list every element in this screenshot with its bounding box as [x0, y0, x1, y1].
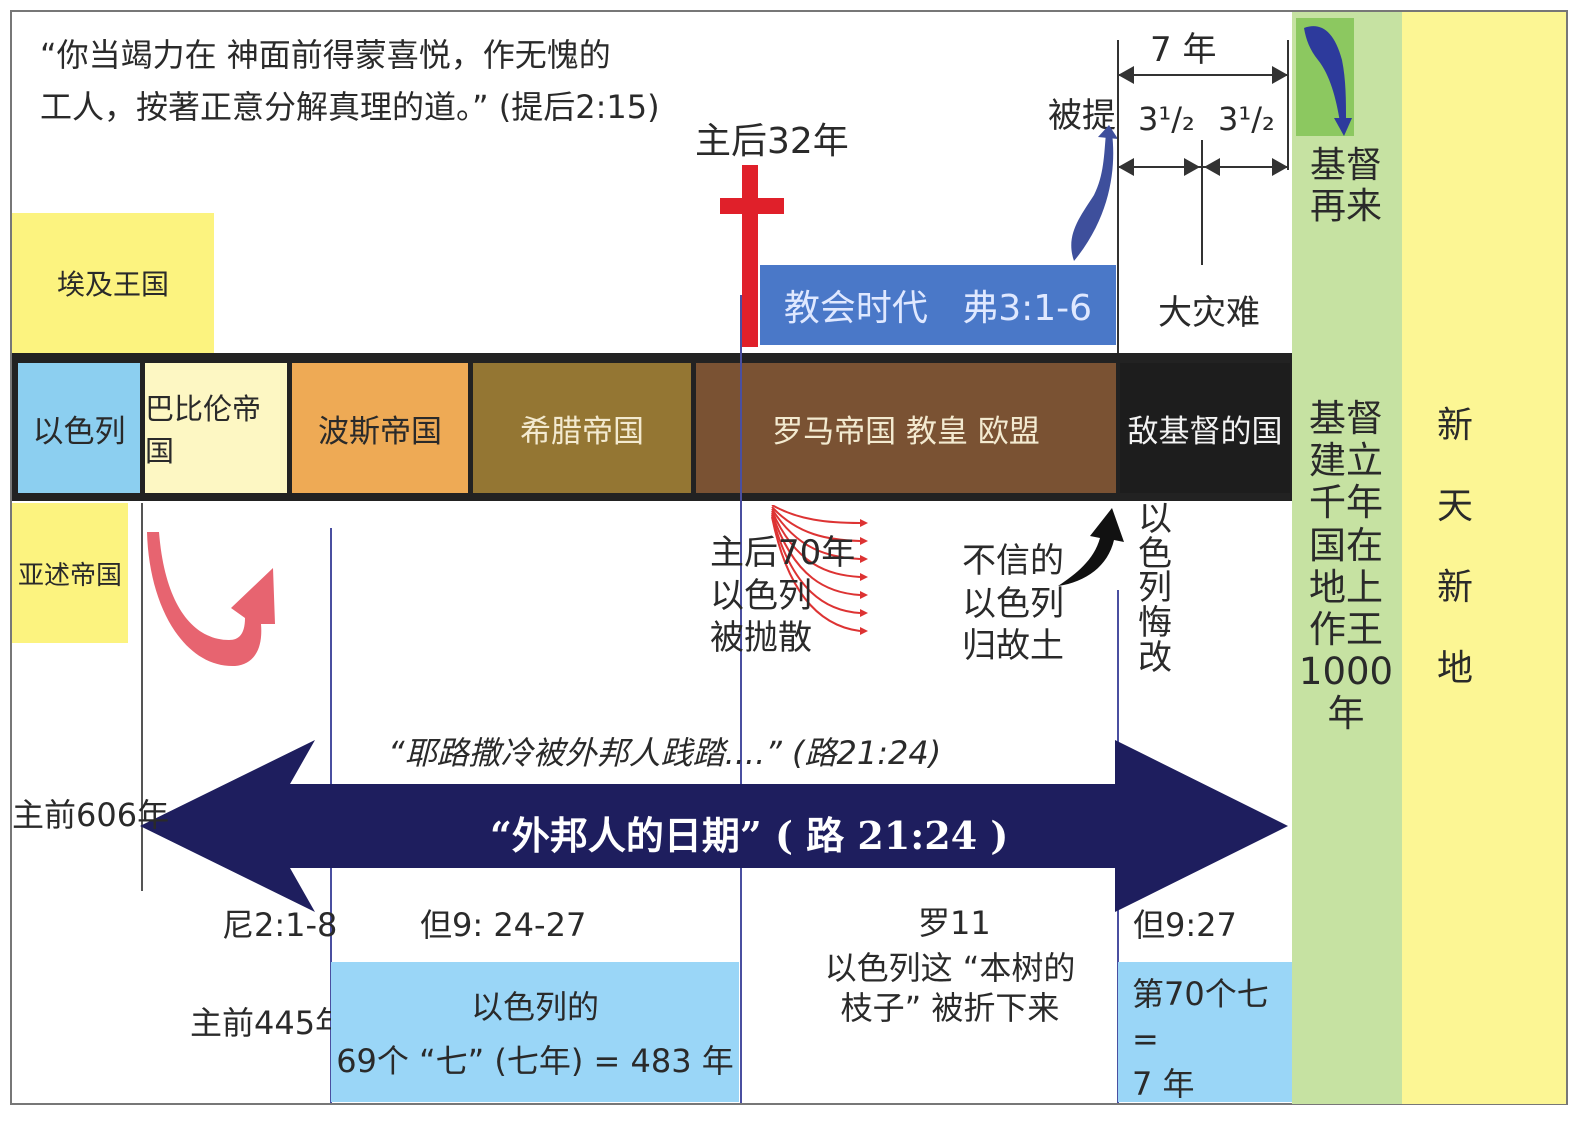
second-half-label: 3¹/₂ — [1218, 100, 1275, 138]
millennium-text-5: 地上 — [1309, 565, 1383, 609]
romans-11-ref: 罗11 — [918, 904, 991, 942]
israel-repents-label: 以 色 列 悔 改 — [1130, 502, 1180, 675]
millennium-text-2: 建立 — [1309, 439, 1383, 483]
gentile-times-arrow — [140, 740, 1288, 912]
kingdom-israel-label: 以色列 — [32, 413, 126, 450]
church-age-label: 教会时代 弗3:1-6 — [783, 288, 1093, 329]
gentile-times-label: “外邦人的日期” ( 路 21:24 ) — [490, 813, 1009, 858]
ad32-label: 主后32年 — [695, 121, 849, 162]
kingdom-babylon-label: 巴比伦帝国 — [145, 392, 262, 468]
repent-text-2: 色 — [1138, 533, 1172, 574]
millennium-text-4: 国在 — [1309, 523, 1383, 567]
assyria-label: 亚述帝国 — [17, 560, 122, 591]
branches-text-1: 以色列这 “本树的 — [824, 949, 1076, 987]
second-coming-label: 基督 再来 — [1296, 145, 1396, 227]
sixty-nine-text-2: 69个 “七” (七年) = 483 年 — [336, 1042, 734, 1080]
second-coming-text-1: 基督 — [1309, 145, 1382, 186]
repent-text-1: 以 — [1138, 499, 1172, 539]
new-heaven-text-4: 地 — [1436, 648, 1473, 690]
diagram-frame — [10, 10, 1568, 1105]
repent-text-5: 改 — [1138, 637, 1172, 678]
ad32-line — [740, 295, 742, 1103]
kingdom-israel: 以色列 — [18, 363, 140, 493]
seventieth-text-1: 第70个七= — [1132, 975, 1269, 1058]
new-heaven-text-1: 新 — [1436, 405, 1473, 446]
unbelieving-text-3: 归故土 — [962, 626, 1064, 666]
bc445-label: 主前445年 — [190, 1004, 348, 1042]
second-coming-arrow-icon — [1304, 26, 1352, 136]
kingdom-antichrist: 敌基督的国 — [1120, 363, 1290, 493]
cross-horizontal — [720, 198, 784, 214]
kingdom-rome: 罗马帝国 教皇 欧盟 — [696, 363, 1116, 493]
millennium-text-8: 年 — [1327, 692, 1365, 736]
unbelieving-text-1: 不信的 — [962, 541, 1064, 581]
seventieth-week-box: 第70个七= 7 年 — [1118, 962, 1292, 1103]
bc606-label: 主前606年 — [12, 796, 170, 834]
seven-years-label: 7 年 — [1150, 30, 1217, 70]
repent-text-4: 悔 — [1138, 603, 1172, 644]
egypt-kingdom-box: 埃及王国 — [12, 213, 214, 353]
kingdom-persia-label: 波斯帝国 — [318, 413, 442, 450]
unbelieving-text-2: 以色列 — [962, 583, 1064, 624]
millennium-text-6: 作王 — [1309, 607, 1383, 651]
return-arrow-icon — [147, 532, 275, 667]
kingdom-babylon: 巴比伦帝国 — [145, 363, 287, 493]
rapture-label: 被提 — [1048, 96, 1116, 136]
egypt-kingdom-label: 埃及王国 — [56, 268, 169, 301]
quote-line-1: “你当竭力在 神面前得蒙喜悦，作无愧的 — [40, 36, 611, 74]
sixty-nine-text-1: 以色列的 — [470, 988, 599, 1026]
millennium-label: 基督 建立 千年 国在 地上 作王 1000 年 — [1296, 397, 1396, 736]
bc606-line — [141, 503, 143, 891]
daniel-9-27-ref: 但9:27 — [1133, 906, 1237, 944]
millennium-text-3: 千年 — [1309, 481, 1383, 525]
new-heaven-label: 新 天 新 地 — [1405, 405, 1505, 689]
assyria-box: 亚述帝国 — [12, 503, 128, 643]
jerusalem-quote: “耶路撒冷被外邦人践踏....” (路21:24) — [388, 734, 942, 772]
seventieth-text-2: 7 年 — [1132, 1064, 1195, 1103]
second-coming-text-2: 再来 — [1309, 186, 1382, 228]
millennium-column — [1292, 12, 1402, 1104]
new-heaven-text-2: 天 — [1436, 486, 1473, 528]
tribulation-label: 大灾难 — [1158, 293, 1260, 333]
scatter-arrows-icon — [771, 505, 868, 635]
branches-label: 以色列这 “本树的 枝子” 被折下来 — [800, 948, 1100, 1028]
kingdom-greece-label: 希腊帝国 — [520, 413, 644, 450]
church-age-box: 教会时代 弗3:1-6 — [760, 265, 1116, 345]
first-half-label: 3¹/₂ — [1138, 100, 1195, 138]
cross-vertical — [742, 165, 758, 347]
quote-line-2: 工人，按著正意分解真理的道。” (提后2:15) — [40, 88, 660, 126]
kingdom-antichrist-label: 敌基督的国 — [1127, 413, 1283, 450]
ad70-text-2: 以色列 — [710, 575, 812, 616]
new-earth-column — [1402, 12, 1566, 1104]
kingdom-greece: 希腊帝国 — [473, 363, 691, 493]
kingdom-persia: 波斯帝国 — [292, 363, 468, 493]
branches-text-2: 枝子” 被折下来 — [840, 989, 1060, 1027]
sixty-nine-weeks-box: 以色列的 69个 “七” (七年) = 483 年 — [331, 962, 739, 1102]
new-heaven-text-3: 新 — [1436, 567, 1473, 609]
seven-year-measure — [1117, 40, 1289, 355]
nehemiah-ref: 尼2:1-8 — [222, 906, 338, 944]
ad70-text-3: 被抛散 — [710, 618, 812, 658]
daniel-9-24-ref: 但9: 24-27 — [420, 906, 587, 944]
return-home-arrow-icon — [1058, 508, 1124, 586]
ad70-text-1: 主后70年 — [710, 533, 856, 573]
unbelieving-israel-label: 不信的 以色列 归故土 — [962, 540, 1064, 668]
kingdom-rome-label: 罗马帝国 教皇 欧盟 — [772, 413, 1040, 450]
millennium-text-1: 基督 — [1309, 397, 1383, 440]
repent-text-3: 列 — [1138, 568, 1172, 609]
ad70-label: 主后70年 以色列 被抛散 — [710, 532, 855, 660]
rapture-arrow-icon — [1071, 125, 1118, 261]
millennium-text-7: 1000 — [1298, 650, 1394, 694]
